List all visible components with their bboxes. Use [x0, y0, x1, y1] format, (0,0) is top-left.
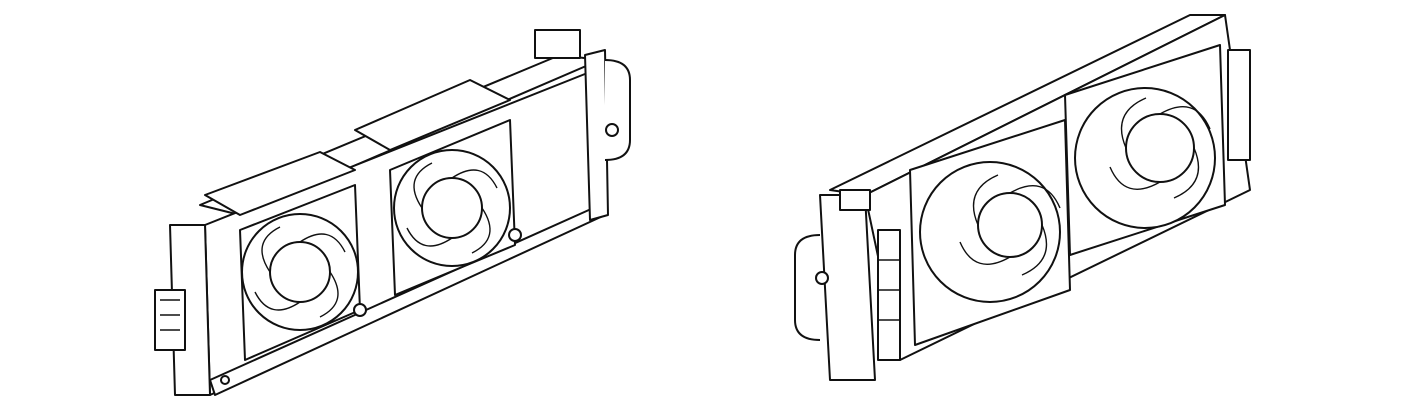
rear-connector	[1227, 49, 1251, 161]
fan-top-1	[204, 151, 356, 216]
rear-connector	[534, 29, 581, 59]
handle	[604, 59, 631, 161]
screw	[605, 123, 619, 137]
fan-2	[389, 119, 516, 296]
fan-top-2	[354, 79, 511, 151]
handle	[794, 234, 821, 341]
screw	[815, 271, 829, 285]
fan-1	[909, 119, 1071, 346]
fan-2	[1064, 44, 1226, 256]
front-panel	[819, 194, 876, 381]
fan-module-right	[794, 14, 1251, 381]
connector	[154, 289, 186, 351]
vent-grille	[877, 229, 901, 361]
fan-connector	[839, 189, 871, 211]
rear-panel	[584, 49, 609, 221]
fan-module-left	[154, 29, 631, 396]
